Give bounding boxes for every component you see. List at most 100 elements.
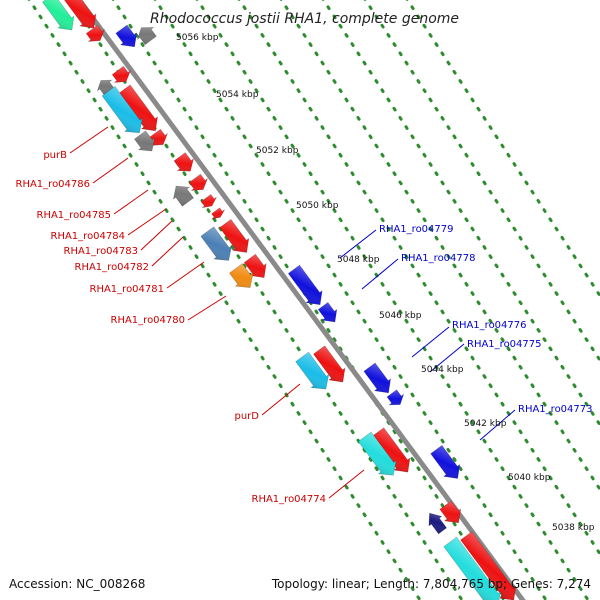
gene-arrow-orange: [229, 263, 254, 288]
tick-line-dotted: [69, 0, 464, 600]
gene-label-ro04780[interactable]: RHA1_ro04780: [111, 315, 186, 326]
gene-arrow-red-shade: [112, 66, 131, 83]
gene-arrow-red-shade: [244, 254, 267, 278]
tick-line-dotted: [321, 0, 600, 428]
gene-label-ro04778[interactable]: RHA1_ro04778: [401, 253, 476, 264]
gene-arrow-blue-shade: [318, 302, 337, 323]
gene-arrow-blue-shade: [288, 265, 323, 305]
gene-label-ro04785[interactable]: RHA1_ro04785: [37, 210, 112, 221]
gene-label-ro04782[interactable]: RHA1_ro04782: [75, 262, 150, 273]
gene-arrow-gray-shade: [137, 27, 157, 45]
gene-arrow-red-shade: [64, 0, 96, 29]
tick-line-dotted: [195, 0, 590, 600]
gene-arrow-red-shade: [174, 152, 194, 172]
gene-arrow-blue: [386, 389, 405, 406]
tick-line-dotted: [153, 0, 548, 600]
left-gene-labels: purB RHA1_ro04786 RHA1_ro04785 RHA1_ro04…: [16, 150, 327, 505]
label-leaders: [69, 126, 516, 499]
gene-arrow-gray-shade: [97, 80, 114, 96]
leader-line-left: [92, 157, 129, 184]
gene-arrow-orange-shade: [229, 263, 254, 288]
gene-label-ro04783[interactable]: RHA1_ro04783: [64, 246, 139, 257]
gene-label-ro04779[interactable]: RHA1_ro04779: [379, 224, 454, 235]
gene-label-ro04781[interactable]: RHA1_ro04781: [90, 284, 165, 295]
tick-lines: [27, 0, 600, 600]
gene-label-ro04776[interactable]: RHA1_ro04776: [452, 320, 527, 331]
gene-arrow-red: [188, 173, 209, 191]
leader-line-right: [361, 258, 399, 290]
leader-line-left: [261, 383, 301, 416]
gene-arrow-blue: [317, 301, 338, 323]
leader-line-left: [187, 295, 227, 321]
gene-label-ro04774[interactable]: RHA1_ro04774: [252, 494, 327, 505]
tick-label: 5038 kbp: [552, 523, 595, 533]
gene-arrow-red: [173, 152, 195, 172]
gene-arrow-red-shade: [201, 194, 217, 208]
gene-arrow-gray-shade: [173, 185, 194, 207]
gene-arrow-red: [111, 65, 132, 83]
gene-arrow-cyan: [295, 351, 330, 390]
accession-text: Accession: NC_008268: [9, 577, 146, 591]
leader-line-right: [411, 326, 450, 358]
gene-arrow-steel-shade: [200, 226, 232, 261]
gene-arrow-blue-shade: [387, 389, 404, 405]
gene-label-ro04775[interactable]: RHA1_ro04775: [467, 339, 542, 350]
gene-arrow-red-shade: [118, 84, 158, 131]
gene-label-ro04784[interactable]: RHA1_ro04784: [51, 231, 126, 242]
backbone: [76, 0, 526, 600]
gene-arrow-blue-shade: [363, 362, 391, 393]
gene-features: [42, 0, 517, 600]
tick-labels: 5056 kbp 5054 kbp 5052 kbp 5050 kbp 5048…: [176, 33, 595, 533]
gene-arrow-red: [460, 531, 517, 600]
tick-label: 5056 kbp: [176, 33, 219, 43]
gene-arrow-blue: [115, 24, 138, 48]
gene-arrow-cyan: [101, 85, 143, 134]
leader-line-left: [113, 189, 149, 215]
gene-label-purB[interactable]: purB: [43, 150, 67, 161]
leader-line-right: [479, 409, 516, 441]
leader-line-left: [140, 220, 173, 251]
gene-label-ro04773[interactable]: RHA1_ro04773: [518, 404, 593, 415]
gene-arrow-red-shade: [219, 219, 249, 253]
gene-arrow-green-shade: [42, 0, 74, 31]
gene-arrow-blue-shade: [430, 445, 460, 479]
gene-arrow-navy: [428, 512, 447, 535]
gene-arrow-red: [200, 193, 217, 209]
gene-arrow-aqua: [357, 431, 397, 476]
tick-line-dotted: [237, 0, 600, 557]
gene-arrow-red: [64, 0, 97, 29]
gene-arrow-steel: [200, 226, 233, 261]
gene-arrow-blue: [363, 362, 392, 394]
tick-line-dotted: [27, 0, 422, 600]
tick-label: 5046 kbp: [379, 311, 422, 321]
gene-label-ro04786[interactable]: RHA1_ro04786: [16, 179, 91, 190]
right-gene-labels: RHA1_ro04779 RHA1_ro04778 RHA1_ro04776 R…: [379, 224, 593, 415]
gene-arrow-gray: [172, 185, 194, 207]
tick-label: 5048 kbp: [337, 255, 380, 265]
gene-arrow-cyan-shade: [102, 86, 143, 133]
tick-label: 5054 kbp: [216, 90, 259, 100]
tick-label: 5050 kbp: [296, 201, 339, 211]
tick-label: 5052 kbp: [256, 146, 299, 156]
gene-arrow-aqua-shade: [358, 431, 397, 476]
gene-arrow-blue: [430, 444, 461, 479]
leader-line-left: [127, 208, 167, 236]
gene-label-purD[interactable]: purD: [235, 411, 260, 422]
gene-arrow-red: [313, 345, 346, 383]
backbone-line: [76, 0, 526, 600]
genome-stats-text: Topology: linear; Length: 7,804,765 bp; …: [271, 577, 591, 591]
gene-arrow-red-shade: [211, 207, 225, 220]
leader-line-left: [151, 236, 184, 267]
gene-arrow-red-shade: [189, 174, 208, 191]
leader-line-left: [69, 126, 109, 154]
gene-arrow-red-shade: [313, 345, 345, 383]
leader-line-left: [166, 261, 205, 289]
gene-arrow-blue-shade: [115, 24, 137, 47]
tick-line-dotted: [405, 0, 600, 299]
gene-arrow-gray: [134, 130, 156, 152]
gene-arrow-green: [42, 0, 75, 31]
leader-line-left: [328, 469, 365, 499]
gene-arrow-gray: [136, 27, 157, 46]
gene-arrow-aqua: [443, 536, 502, 600]
tick-line-dotted: [363, 0, 600, 364]
